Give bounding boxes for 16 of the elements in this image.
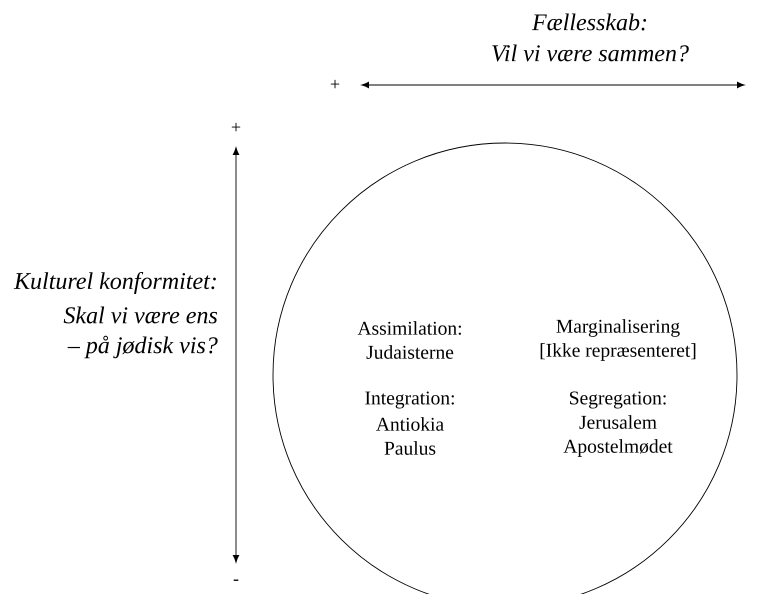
- axis-title: Kulturel konformitet:: [14, 272, 216, 294]
- axis-title: – på jødisk vis?: [68, 336, 218, 358]
- axis-end-sign: -: [234, 580, 238, 581]
- axis-title: Skal vi være ens: [64, 306, 218, 324]
- axis-title: Fællesskab:: [532, 14, 646, 30]
- quadrant-label: Segregation:: [570, 391, 666, 409]
- axis-end-sign: +: [330, 80, 340, 88]
- quadrant-label: [Ikke repræsenteret]: [540, 343, 696, 361]
- quadrant-label: Antiokia Paulus: [376, 417, 444, 455]
- quadrant-label: Judaisterne: [366, 345, 454, 359]
- quadrant-label: Jerusalem Apostelmødet: [564, 415, 673, 457]
- quadrant-label: Assimilation:: [358, 321, 461, 335]
- axis-end-sign: +: [232, 122, 240, 132]
- quadrant-label: Marginalisering: [556, 319, 680, 337]
- axis-title: Vil vi være sammen?: [492, 44, 689, 62]
- quadrant-label: Integration:: [365, 391, 454, 409]
